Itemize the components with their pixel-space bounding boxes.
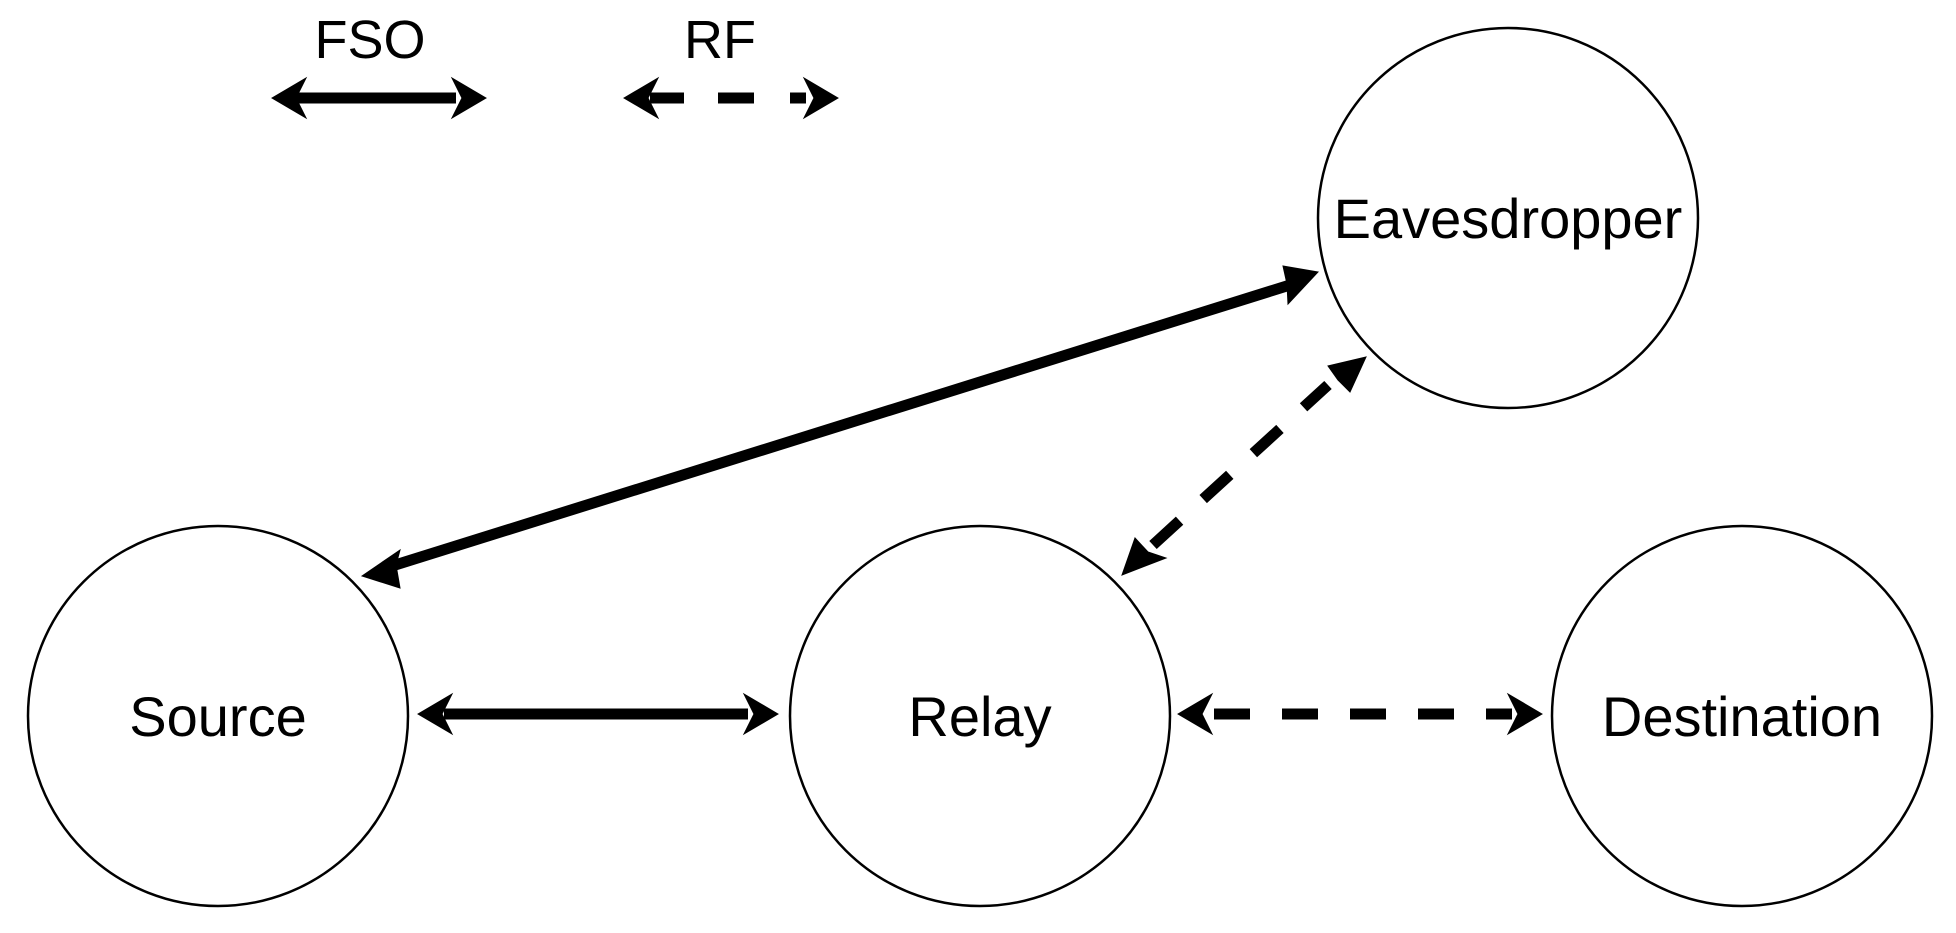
node-source-label: Source (129, 685, 306, 748)
node-relay-label: Relay (908, 685, 1051, 748)
node-relay: Relay (788, 524, 1172, 908)
legend-fso-arrow (271, 76, 487, 120)
link-relay-destination (1177, 692, 1543, 736)
link-relay-eavesdropper (1121, 356, 1367, 576)
legend: FSO RF (271, 10, 839, 120)
nodes: Eavesdropper Source Relay Destination (26, 26, 1934, 908)
link-source-eavesdropper (360, 265, 1320, 589)
node-eavesdropper: Eavesdropper (1316, 26, 1700, 410)
node-eavesdropper-label: Eavesdropper (1334, 187, 1683, 250)
node-source: Source (26, 524, 410, 908)
node-destination-label: Destination (1602, 685, 1882, 748)
legend-rf-arrow (623, 76, 839, 120)
legend-rf-label: RF (684, 10, 756, 70)
legend-fso-label: FSO (314, 10, 425, 70)
node-destination: Destination (1550, 524, 1934, 908)
links (360, 265, 1543, 736)
link-source-relay (417, 692, 779, 736)
